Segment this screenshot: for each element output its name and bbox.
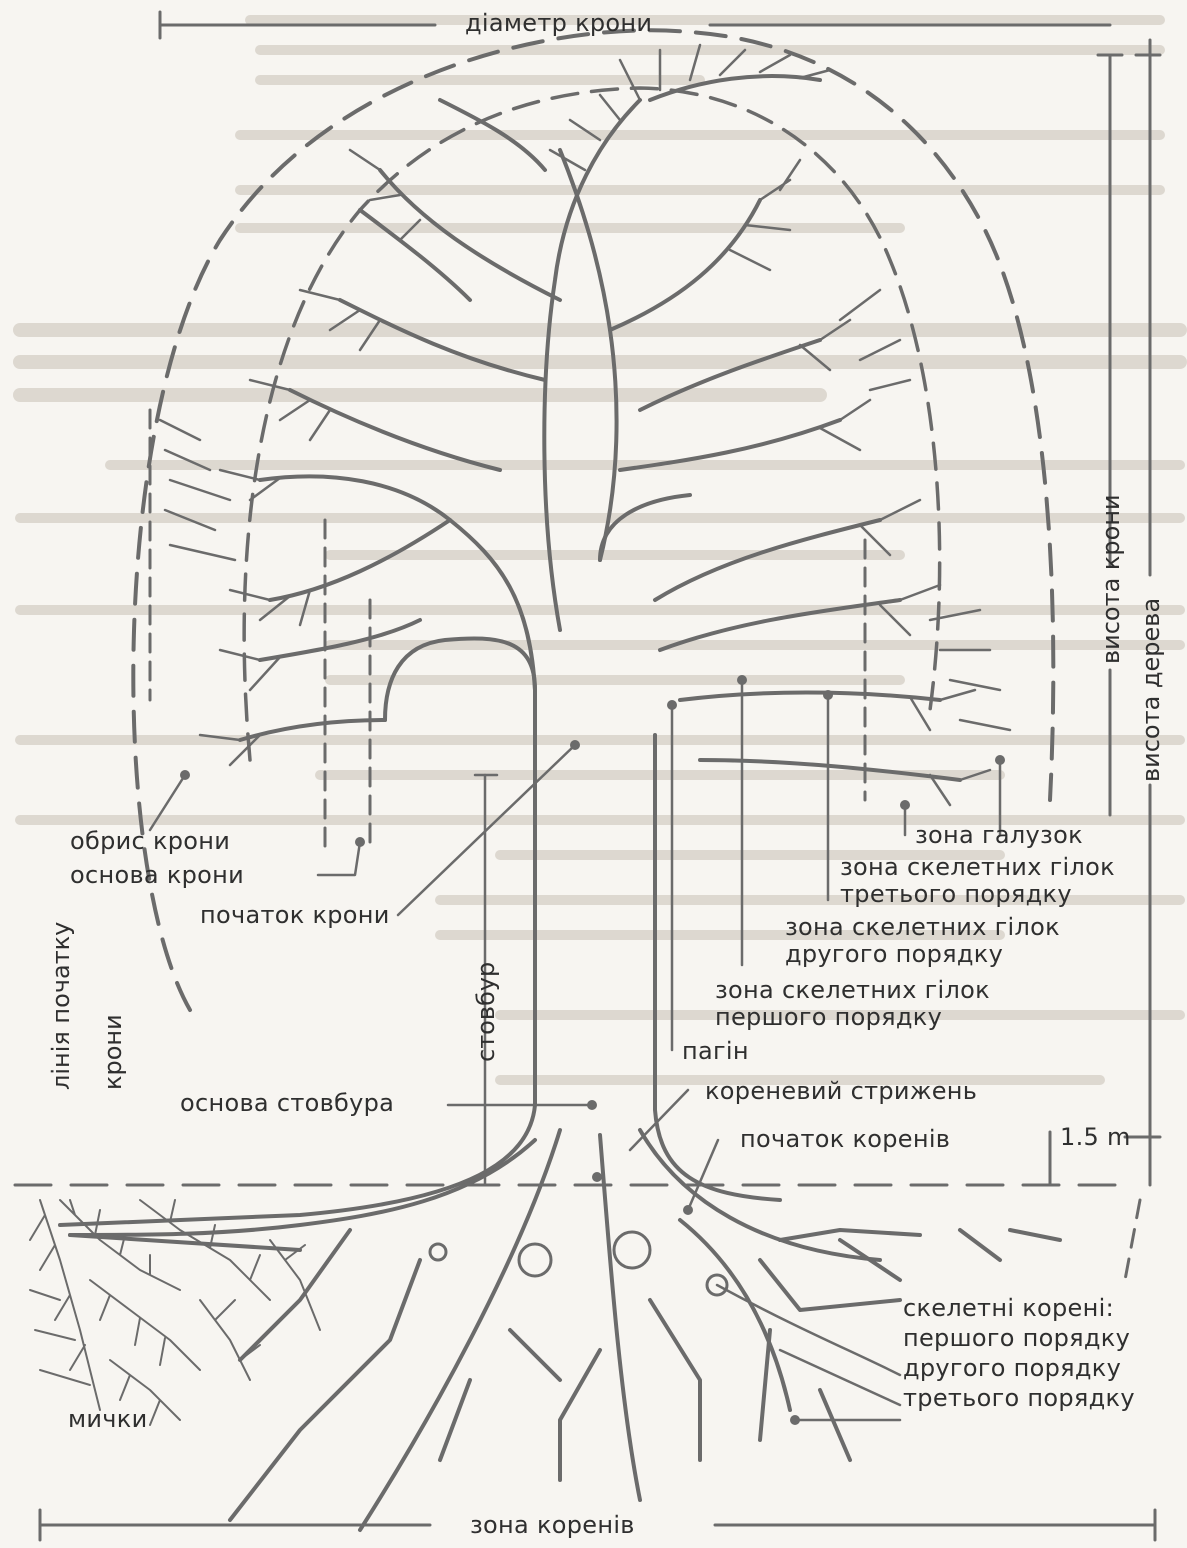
label-skeletal-roots: скелетні корені: першого порядку другого… [903, 1293, 1135, 1413]
label-skeletal-second: зона скелетних гілок другого порядку [785, 914, 1060, 968]
label-skeletal-third-line1: зона скелетних гілок [840, 854, 1115, 881]
label-crown-outline: обрис крони [70, 828, 230, 855]
label-roots-third: третього порядку [903, 1383, 1135, 1413]
label-fibrous-roots: мички [68, 1406, 147, 1433]
label-crown-height: висота крони [1098, 494, 1125, 664]
label-roots-start: початок коренів [740, 1126, 950, 1153]
label-tree-height: висота дерева [1138, 598, 1165, 782]
label-taproot: кореневий стрижень [705, 1078, 977, 1105]
root-stubs [430, 1232, 727, 1295]
label-skeletal-first-line2: першого порядку [715, 1004, 990, 1031]
crown-branches [240, 76, 960, 780]
label-root-zone: зона коренів [470, 1512, 635, 1539]
label-crown-base: основа крони [70, 862, 244, 889]
label-crown-start-line-1: лінія початку [48, 922, 75, 1090]
label-shoot: пагін [682, 1038, 749, 1065]
label-skeletal-second-line1: зона скелетних гілок [785, 914, 1060, 941]
label-crown-diameter: діаметр крони [465, 10, 652, 37]
root-label-leaders [717, 1285, 900, 1420]
label-skeletal-second-line2: другого порядку [785, 941, 1060, 968]
label-trunk: стовбур [473, 962, 500, 1062]
leader-dots [180, 675, 1005, 1425]
label-trunk-base: основа стовбура [180, 1090, 394, 1117]
label-skeletal-third: зона скелетних гілок третього порядку [840, 854, 1115, 908]
label-roots-second: другого порядку [903, 1353, 1135, 1383]
label-roots-first: першого порядку [903, 1323, 1135, 1353]
dim-crown-height [1098, 55, 1122, 815]
label-skeletal-roots-title: скелетні корені: [903, 1293, 1135, 1323]
label-1-5m: 1.5 m [1060, 1124, 1131, 1151]
label-skeletal-first-line1: зона скелетних гілок [715, 977, 990, 1004]
label-crown-start: початок крони [200, 902, 390, 929]
label-crown-start-line-2: крони [100, 1014, 127, 1090]
label-skeletal-first: зона скелетних гілок першого порядку [715, 977, 990, 1031]
label-skeletal-third-line2: третього порядку [840, 881, 1115, 908]
label-twig-zone: зона галузок [915, 822, 1083, 849]
